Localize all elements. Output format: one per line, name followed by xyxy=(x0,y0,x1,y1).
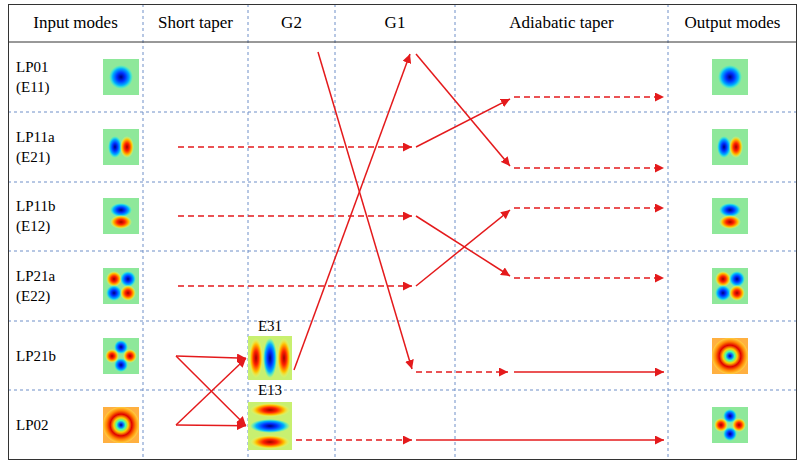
dashed-arrow xyxy=(178,285,412,287)
mode-image xyxy=(712,407,748,443)
mode-image xyxy=(712,338,748,374)
row-divider xyxy=(8,182,797,183)
mode-image xyxy=(103,407,139,443)
input-mode-images xyxy=(103,59,139,443)
mode-label: LP01 (E11) xyxy=(12,57,76,97)
row-divider xyxy=(8,390,797,391)
column-divider xyxy=(335,4,336,460)
column-header: G1 xyxy=(335,13,455,33)
input-mode-cell: LP21a (E22) xyxy=(12,254,176,318)
column-divider xyxy=(455,4,456,460)
solid-arrows xyxy=(294,52,664,440)
column-header: Output modes xyxy=(668,13,797,33)
mode-label: LP11a (E21) xyxy=(12,127,76,167)
mode-label: E31 xyxy=(247,318,293,334)
input-mode-cell: LP01 (E11) xyxy=(12,45,176,109)
mode-image xyxy=(712,129,748,165)
mode-label: LP21b xyxy=(12,346,76,366)
grating-arrow xyxy=(416,210,510,286)
mode-label: LP21a (E22) xyxy=(12,266,76,306)
solid-arrow xyxy=(514,371,664,373)
input-mode-cell: LP21b xyxy=(12,324,176,388)
input-mode-cell: LP11b (E12) xyxy=(12,184,176,248)
mode-image xyxy=(712,198,748,234)
mode-label: LP02 xyxy=(12,415,76,435)
mode-label: LP11b (E12) xyxy=(12,196,76,236)
column-divider xyxy=(143,4,144,460)
mode-image xyxy=(103,268,139,304)
taper-mode-box: E13 xyxy=(247,382,293,456)
mode-image xyxy=(103,129,139,165)
mode-image xyxy=(103,338,139,374)
table-border xyxy=(9,5,797,460)
dashed-arrows xyxy=(178,97,664,440)
row-divider xyxy=(8,251,797,252)
solid-arrow xyxy=(416,439,664,441)
mode-image xyxy=(712,59,748,95)
column-divider xyxy=(668,4,669,460)
column-header: Short taper xyxy=(143,13,248,33)
mode-coupling-arrow xyxy=(176,424,246,426)
grating-arrow xyxy=(318,52,412,369)
input-mode-cell: LP11a (E21) xyxy=(12,115,176,179)
column-header: G2 xyxy=(248,13,335,33)
dashed-arrow xyxy=(514,207,664,209)
dashed-arrow xyxy=(296,439,412,441)
grating-arrow xyxy=(416,216,510,276)
mode-image xyxy=(248,402,292,450)
grid-dashed-lines xyxy=(8,4,797,460)
dashed-arrow xyxy=(514,96,664,98)
dashed-arrow xyxy=(416,371,508,373)
mode-image xyxy=(103,198,139,234)
row-divider xyxy=(8,112,797,113)
table-grid xyxy=(8,4,797,460)
column-header: Adiabatic taper xyxy=(455,13,668,33)
input-mode-cell: LP02 xyxy=(12,393,176,457)
output-mode-images xyxy=(712,59,748,443)
mode-coupling-arrow xyxy=(176,356,246,358)
dashed-arrow xyxy=(178,146,412,148)
column-header: Input modes xyxy=(8,13,143,33)
header-rule xyxy=(8,42,797,43)
taper-mode-images xyxy=(248,336,292,450)
mode-image xyxy=(712,268,748,304)
mode-image xyxy=(248,336,292,380)
signal-arrows xyxy=(178,52,664,440)
mode-image xyxy=(103,59,139,95)
grating-arrow xyxy=(416,54,510,166)
row-divider xyxy=(8,321,797,322)
column-divider xyxy=(248,4,249,460)
dashed-arrow xyxy=(178,215,412,217)
grating-arrow xyxy=(416,99,510,147)
dashed-arrow xyxy=(514,167,664,169)
mode-coupling-arrow xyxy=(176,356,246,426)
grating-arrow xyxy=(294,54,410,370)
mode-coupling-arrow xyxy=(176,358,246,425)
mode-label: E13 xyxy=(247,382,293,398)
dashed-arrow xyxy=(514,277,664,279)
taper-mode-box: E31 xyxy=(247,318,293,380)
